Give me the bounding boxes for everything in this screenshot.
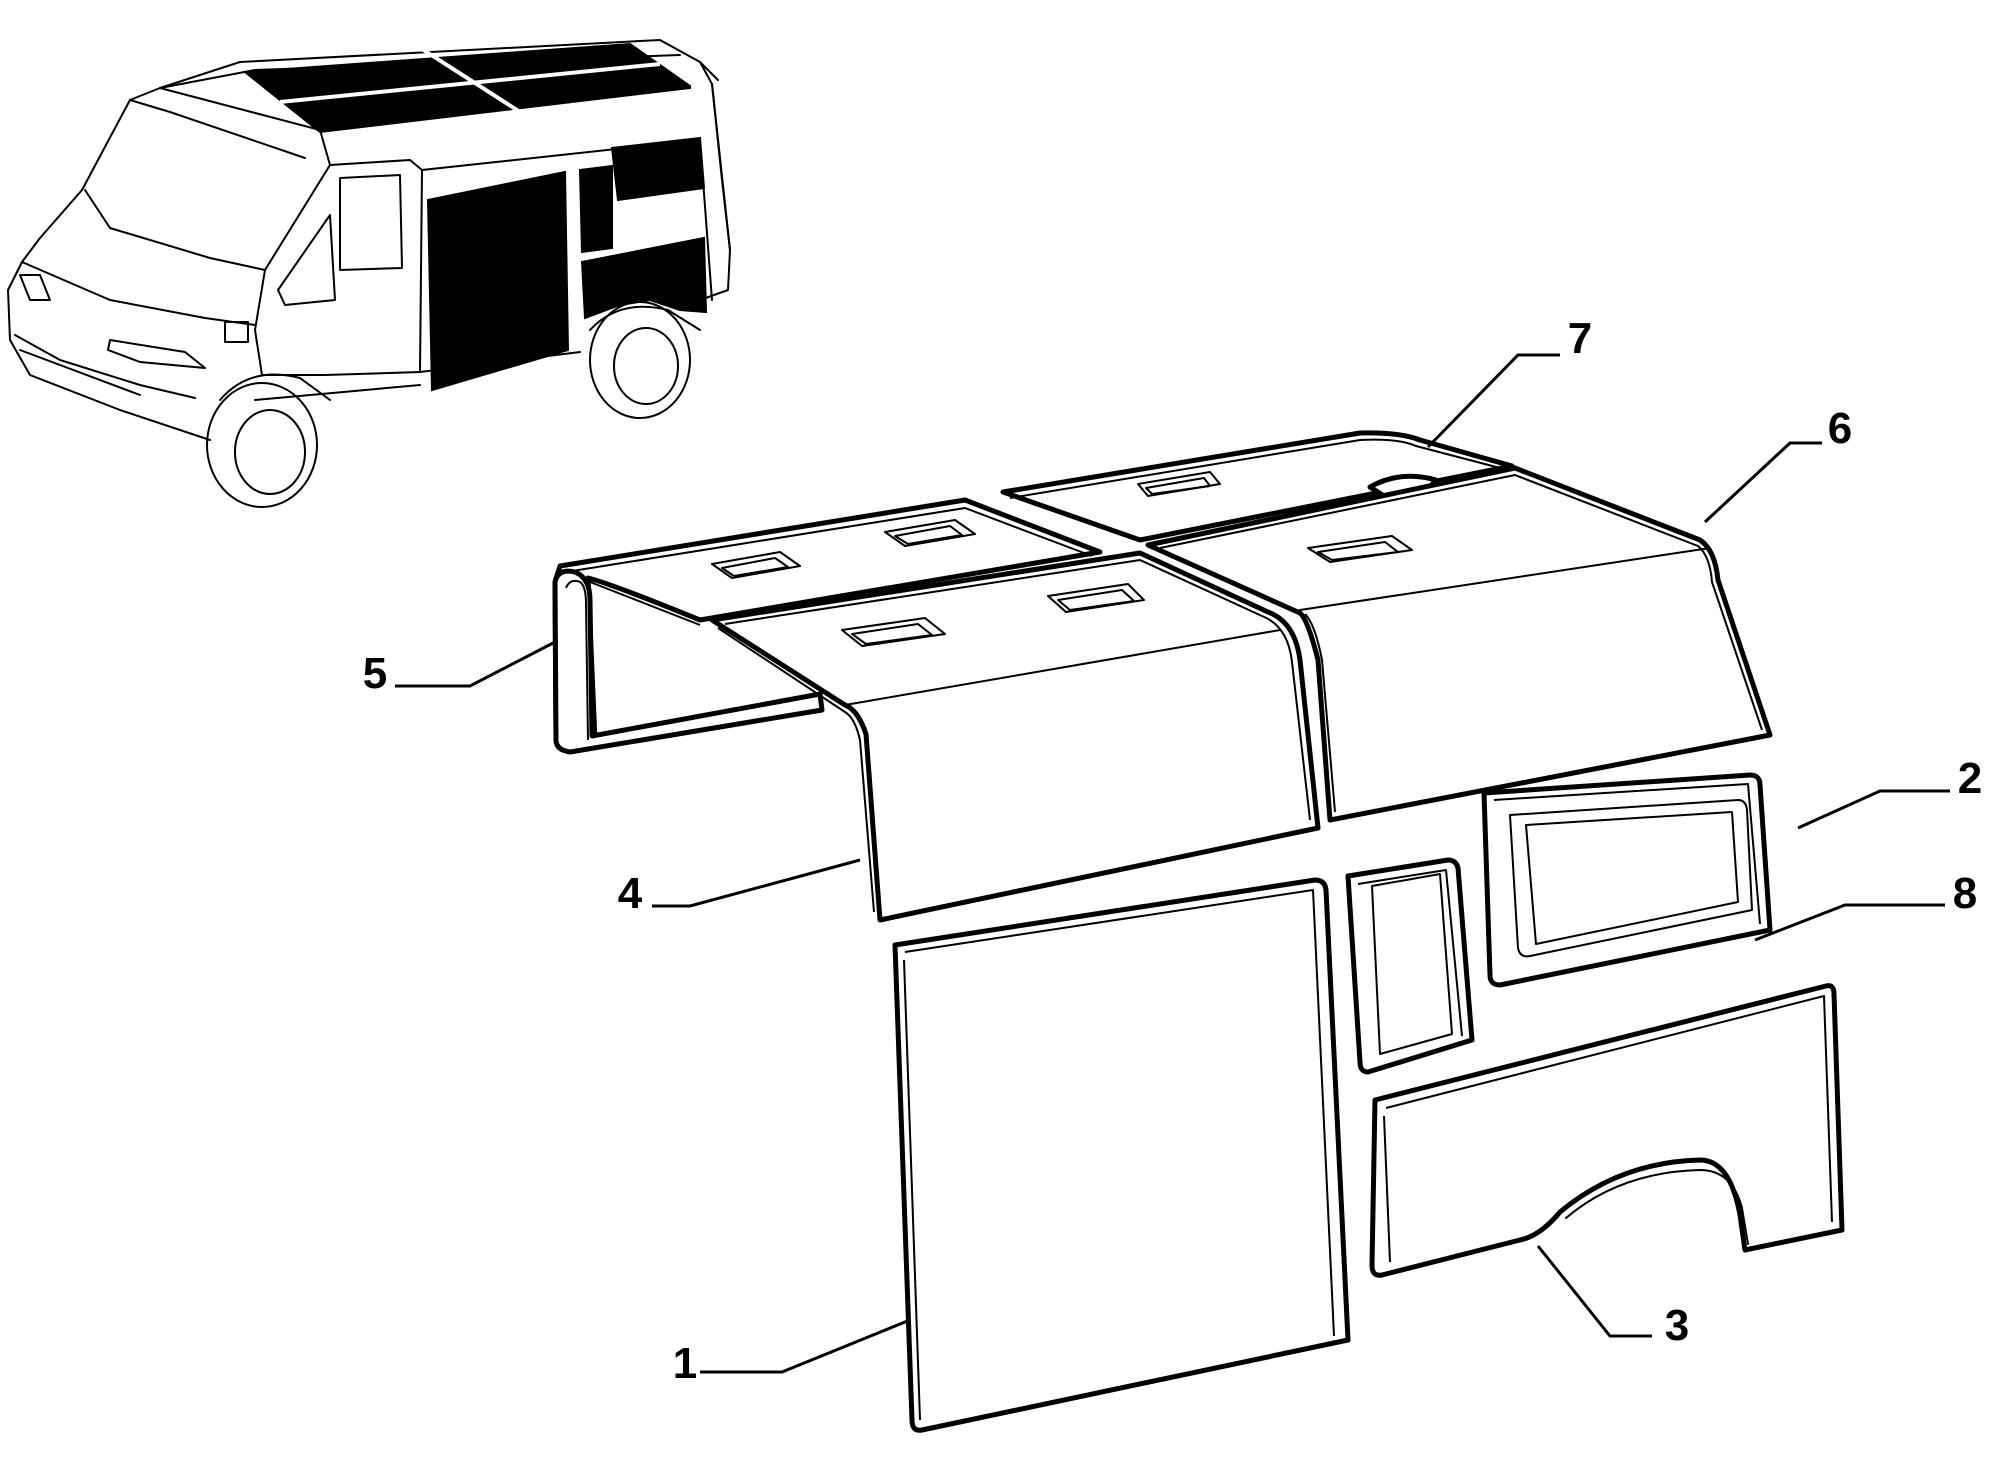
callout-4: 4: [618, 869, 643, 918]
callout-3: 3: [1665, 1301, 1689, 1350]
callout-5: 5: [363, 649, 387, 698]
side-rear-lower-highlight: [580, 236, 708, 320]
leader-5: [395, 640, 556, 688]
leader-6: [1703, 441, 1822, 524]
panel-2-side-window-panel: [1481, 772, 1773, 988]
panel-7-vent-opening: [1137, 471, 1221, 497]
panel-6-roof-rear-right: [1145, 465, 1773, 823]
panel-4-vent-opening-b: [1047, 583, 1145, 613]
panel-3-wheelarch-panel: [1369, 983, 1845, 1278]
leader-8: [1754, 903, 1945, 942]
panel-2-window-opening: [1509, 799, 1753, 958]
van-overview-illustration: [7, 38, 731, 508]
callout-6: 6: [1828, 404, 1852, 453]
panel-6-vent-opening: [1307, 535, 1413, 563]
roof-highlight: [242, 42, 691, 134]
side-pillar-highlight: [578, 164, 613, 254]
panel-8-side-pillar: [1345, 857, 1475, 1075]
leader-7: [1426, 353, 1560, 449]
leader-1: [700, 1318, 911, 1374]
leader-lines: [395, 353, 1950, 1374]
leader-4: [652, 858, 861, 908]
leader-2: [1797, 789, 1950, 830]
callout-7: 7: [1568, 314, 1592, 363]
callout-labels: 7 6 5 4 2 8 3 1: [363, 314, 1982, 1388]
leader-3: [1536, 1245, 1652, 1338]
side-window-highlight: [610, 136, 706, 202]
panel-1-side-lower-panel: [892, 877, 1351, 1433]
callout-1: 1: [673, 1339, 697, 1388]
panel-4-vent-opening-a: [841, 617, 946, 647]
panel-5-roof-front-left: [552, 497, 1103, 755]
side-lower-highlight: [426, 170, 570, 392]
callout-8: 8: [1953, 869, 1977, 918]
panel-5-vent-opening-a: [711, 551, 801, 579]
panel-5-vent-opening-b: [884, 519, 976, 547]
callout-2: 2: [1958, 754, 1982, 803]
panel-4-roof-front-right: [709, 550, 1321, 923]
panel-7-roof-rear-left: [1000, 430, 1515, 543]
